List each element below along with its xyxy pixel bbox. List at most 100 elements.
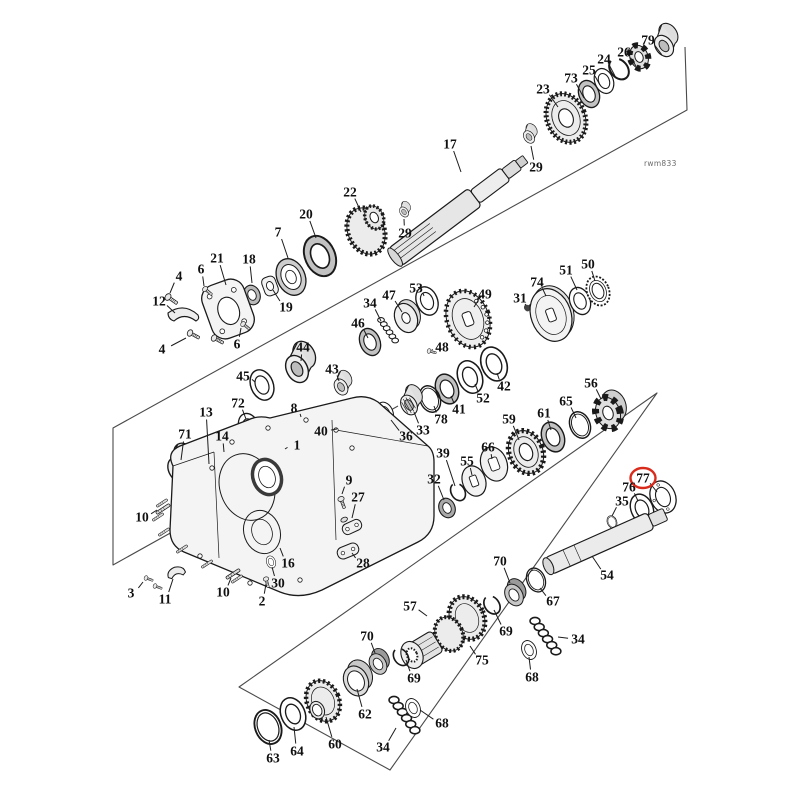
callout-leader-33	[413, 411, 419, 424]
part-callout-6: 6	[198, 262, 205, 277]
part-callout-11: 11	[159, 592, 172, 607]
part-callout-49: 49	[478, 287, 492, 302]
part-bracket-12	[167, 307, 200, 322]
part-callout-16: 16	[281, 556, 295, 571]
callout-leader-54	[591, 555, 602, 570]
callout-leader-4	[170, 337, 187, 347]
callout-leader-52	[474, 383, 479, 392]
callout-leader-69	[493, 609, 502, 625]
part-callout-4: 4	[176, 269, 183, 284]
callout-leader-30	[271, 566, 275, 577]
callout-leader-35	[611, 507, 617, 517]
figure-code: rwm833	[644, 159, 677, 168]
part-callout-68: 68	[435, 716, 449, 731]
callout-leader-40	[330, 428, 338, 431]
callout-leader-74	[541, 288, 547, 297]
part-callout-47: 47	[382, 288, 396, 303]
part-callout-77: 77	[636, 471, 650, 486]
part-callout-72: 72	[231, 396, 245, 411]
callout-leader-20	[309, 220, 317, 239]
part-callout-71: 71	[178, 427, 192, 442]
callout-leader-70	[370, 642, 376, 654]
callout-leader-34	[557, 636, 569, 639]
callout-leader-11	[168, 578, 174, 593]
callout-leader-59	[512, 425, 520, 441]
part-callout-39: 39	[436, 446, 450, 461]
part-callout-63: 63	[266, 751, 280, 766]
part-callout-29: 29	[398, 226, 412, 241]
part-callout-48: 48	[435, 340, 449, 355]
callout-leader-63	[268, 739, 272, 751]
part-callout-21: 21	[210, 251, 224, 266]
callout-leader-43	[336, 375, 340, 382]
callout-leader-6	[202, 276, 205, 287]
part-callout-78: 78	[434, 412, 448, 427]
callout-leader-9	[341, 486, 346, 495]
part-callout-36: 36	[399, 429, 413, 444]
part-callout-55: 55	[460, 454, 474, 469]
callout-leader-19	[272, 289, 281, 302]
part-callout-26: 26	[617, 45, 631, 60]
callout-leader-56	[595, 389, 602, 400]
part-gearcase-housing	[151, 396, 435, 597]
part-callout-59: 59	[502, 412, 516, 427]
callout-leader-17	[453, 150, 462, 173]
part-callout-28: 28	[356, 556, 370, 571]
part-callout-43: 43	[325, 362, 339, 377]
part-callout-19: 19	[279, 300, 293, 315]
callout-leader-71	[180, 441, 184, 461]
part-callout-30: 30	[271, 576, 285, 591]
callout-leader-70	[503, 567, 511, 584]
callout-leader-8	[299, 413, 302, 418]
part-callout-25: 25	[582, 63, 596, 78]
part-callout-68: 68	[525, 670, 539, 685]
part-callout-33: 33	[416, 423, 430, 438]
callout-leader-24	[608, 65, 616, 77]
callout-leader-22	[354, 198, 362, 213]
part-callout-60: 60	[328, 737, 342, 752]
part-callout-27: 27	[351, 490, 365, 505]
part-callout-34: 34	[571, 632, 585, 647]
callout-leader-57	[418, 609, 428, 617]
part-callout-64: 64	[290, 744, 304, 759]
part-callout-75: 75	[475, 653, 489, 668]
part-callout-34: 34	[363, 296, 377, 311]
callout-leader-66	[490, 454, 493, 460]
callout-leader-25	[594, 75, 601, 86]
part-callout-66: 66	[481, 440, 495, 455]
part-callout-69: 69	[407, 671, 421, 686]
part-callout-10: 10	[135, 510, 149, 525]
part-gearcluster-57-75	[400, 594, 488, 670]
part-camplate-74	[529, 285, 575, 342]
part-callout-4: 4	[159, 342, 166, 357]
part-callout-8: 8	[291, 401, 298, 416]
callout-leader-29	[530, 145, 535, 160]
part-callout-45: 45	[236, 369, 250, 384]
callout-leader-50	[591, 270, 596, 282]
part-tabwasher-19	[261, 275, 279, 297]
callout-leader-10	[150, 509, 158, 515]
part-callout-29: 29	[529, 160, 543, 175]
callout-leader-31	[524, 303, 527, 306]
callout-leader-73	[576, 84, 585, 99]
callout-leader-23	[548, 94, 559, 108]
part-callout-12: 12	[152, 294, 166, 309]
callout-leader-49	[473, 299, 479, 308]
part-callout-20: 20	[299, 207, 313, 222]
part-callout-61: 61	[537, 406, 551, 421]
callout-leader-32	[437, 485, 445, 501]
callout-leader-41	[450, 395, 455, 403]
part-callout-10: 10	[216, 585, 230, 600]
callout-leader-76	[633, 493, 639, 502]
part-callout-34: 34	[376, 740, 390, 755]
part-callout-74: 74	[530, 275, 544, 290]
part-sprocket-49	[443, 288, 493, 350]
lower-plane-outline	[238, 392, 658, 771]
part-callout-24: 24	[597, 52, 611, 67]
part-collar-62	[342, 659, 374, 697]
part-gear-60	[303, 678, 343, 724]
callout-leader-53	[422, 293, 425, 297]
